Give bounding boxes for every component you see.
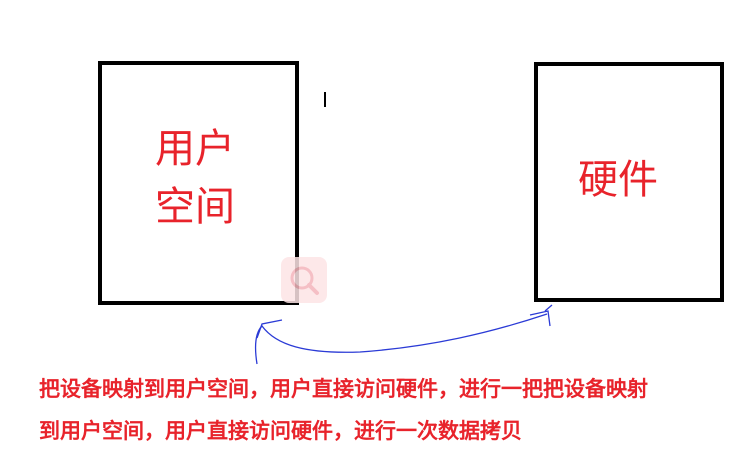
caption-line-1: 把设备映射到用户空间，用户直接访问硬件，进行一把把设备映射 [39, 377, 648, 401]
caption-line-2: 到用户空间，用户直接访问硬件，进行一次数据拷贝 [39, 419, 522, 443]
hardware-label: 硬件 [578, 157, 658, 203]
user-space-box: 用户空间 [98, 61, 299, 305]
user-space-label: 用户空间 [155, 126, 235, 230]
arrow-head-left [256, 319, 283, 339]
text-cursor [324, 92, 326, 107]
search-icon [281, 257, 327, 303]
arrow-head-right [529, 310, 551, 327]
arrow-curve [255, 313, 548, 365]
hardware-box: 硬件 [534, 62, 724, 302]
arrow-head-right-tick [544, 304, 553, 312]
